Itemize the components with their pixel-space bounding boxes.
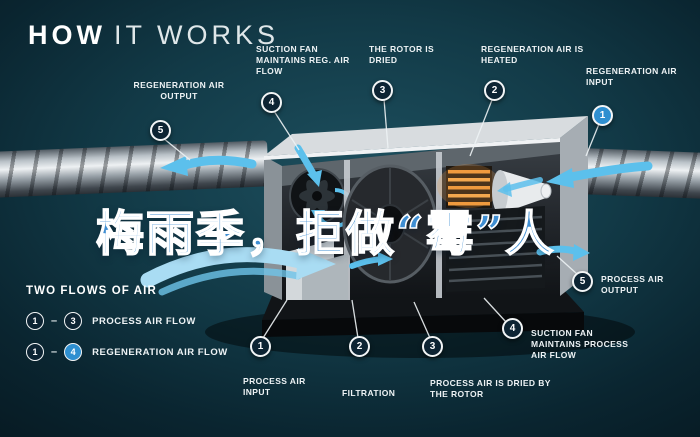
legend-label-process: PROCESS AIR FLOW	[92, 315, 196, 327]
callout-number-reg-4: 4	[261, 92, 282, 113]
legend-title: TWO FLOWS OF AIR	[26, 285, 157, 297]
callout-number-proc-1: 1	[250, 336, 271, 357]
callout-label-suction-fan-process: SUCTION FAN MAINTAINS PROCESS AIR FLOW	[531, 328, 629, 361]
callout-label-suction-fan-reg: SUCTION FAN MAINTAINS REG. AIR FLOW	[256, 44, 350, 77]
legend-circle-to: 3	[64, 312, 83, 330]
rotor	[342, 164, 438, 284]
machine-body	[264, 116, 588, 300]
legend-circle-from: 1	[26, 312, 44, 330]
callout-number-proc-2: 2	[349, 336, 370, 357]
callout-label-process-air-dried: PROCESS AIR IS DRIED BY THE ROTOR	[430, 378, 551, 400]
callout-number-proc-3: 3	[422, 336, 443, 357]
callout-label-regeneration-air-input: REGENERATION AIR INPUT	[586, 66, 677, 88]
legend-row-regeneration-air-flow: 1 – 4 REGENERATION AIR FLOW	[26, 343, 228, 361]
watermark-text: 梅雨季，拒做“霉”人	[95, 205, 556, 263]
legend-label-regeneration: REGENERATION AIR FLOW	[92, 346, 228, 358]
airflow-arrows	[140, 144, 653, 296]
callout-label-regeneration-air-output: REGENERATION AIR OUTPUT	[133, 80, 225, 102]
callout-label-process-air-input: PROCESS AIR INPUT	[243, 376, 306, 398]
callout-number-proc-4: 4	[502, 318, 523, 339]
title-bold: HOW	[28, 20, 106, 50]
legend-separator: –	[51, 346, 58, 358]
callout-number-reg-3: 3	[372, 80, 393, 101]
callout-number-reg-2: 2	[484, 80, 505, 101]
heater	[437, 164, 501, 208]
legend-circle-to: 4	[64, 343, 83, 361]
callout-number-proc-5: 5	[572, 271, 593, 292]
callout-label-regeneration-air-heated: REGENERATION AIR IS HEATED	[481, 44, 584, 66]
legend-separator: –	[51, 315, 58, 327]
callout-number-reg-5: 5	[150, 120, 171, 141]
title-light: IT WORKS	[113, 20, 279, 50]
callout-connector-lines	[162, 98, 600, 339]
callout-label-filtration: FILTRATION	[342, 388, 396, 398]
callout-number-reg-1: 1	[592, 105, 613, 126]
legend: TWO FLOWS OF AIR 1 – 3 PROCESS AIR FLOW …	[26, 285, 228, 374]
slat-compartment	[446, 206, 545, 292]
callout-label-rotor-dried: THE ROTOR IS DRIED	[369, 44, 435, 66]
legend-row-process-air-flow: 1 – 3 PROCESS AIR FLOW	[26, 312, 228, 330]
legend-circle-from: 1	[26, 343, 44, 361]
callout-label-process-air-output: PROCESS AIR OUTPUT	[601, 274, 664, 296]
